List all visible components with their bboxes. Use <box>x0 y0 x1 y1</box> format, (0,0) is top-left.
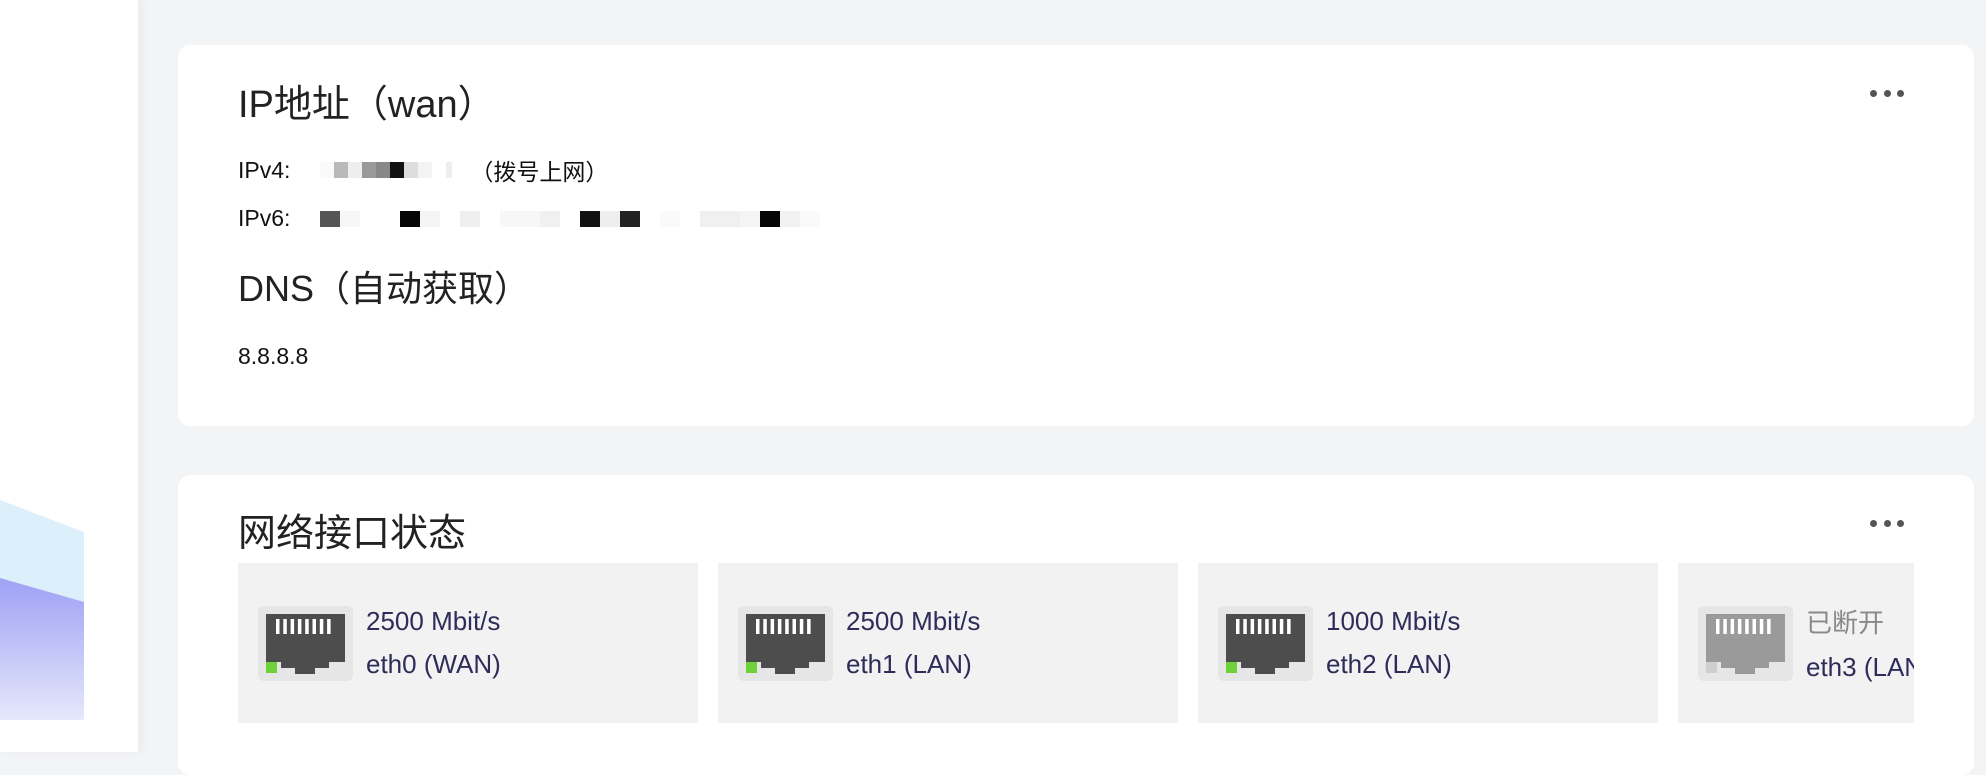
wan-ip-card: IP地址（wan） IPv4: （拨号上网） IPv6: DNS（自动获取） 8… <box>178 45 1974 426</box>
interface-name: eth3 (LAN) <box>1806 652 1914 682</box>
interface-tile[interactable]: 已断开 eth3 (LAN) <box>1678 563 1914 723</box>
interface-status-card: 网络接口状态 2500 Mbit/s eth0 (WAN) 2500 Mbit/s… <box>178 475 1974 775</box>
sidebar-panel <box>0 0 138 752</box>
more-horizontal-icon <box>1870 89 1877 97</box>
ipv6-redacted-value <box>320 208 821 230</box>
decorative-illustration <box>0 490 84 720</box>
dns-value: 8.8.8.8 <box>238 343 309 369</box>
interface-status: 2500 Mbit/s <box>366 606 501 636</box>
ethernet-port-icon <box>1218 605 1313 681</box>
ethernet-port-icon <box>1698 605 1793 681</box>
ipv4-mode: （拨号上网） <box>470 159 609 185</box>
interface-status-title: 网络接口状态 <box>238 513 467 555</box>
interface-tile[interactable]: 1000 Mbit/s eth2 (LAN) <box>1198 563 1658 723</box>
interface-status: 2500 Mbit/s <box>846 606 981 636</box>
more-horizontal-icon <box>1870 519 1877 527</box>
interface-tile[interactable]: 2500 Mbit/s eth1 (LAN) <box>718 563 1178 723</box>
ipv4-label: IPv4: <box>238 156 291 183</box>
ipv6-row: IPv6: <box>238 205 821 232</box>
interface-tile[interactable]: 2500 Mbit/s eth0 (WAN) <box>238 563 698 723</box>
interface-status: 已断开 <box>1806 608 1885 638</box>
interface-name: eth2 (LAN) <box>1326 649 1452 679</box>
ethernet-port-icon <box>738 605 833 681</box>
wan-ip-title: IP地址（wan） <box>238 84 496 126</box>
ipv6-label: IPv6: <box>238 205 291 231</box>
ipv4-redacted-value <box>320 159 453 181</box>
card-menu-button[interactable] <box>1870 518 1904 528</box>
interface-list[interactable]: 2500 Mbit/s eth0 (WAN) 2500 Mbit/s eth1 (L… <box>238 563 1914 723</box>
interface-name: eth0 (WAN) <box>366 649 501 679</box>
interface-name: eth1 (LAN) <box>846 649 972 679</box>
ethernet-port-icon <box>258 605 353 681</box>
dns-title: DNS（自动获取） <box>238 268 531 309</box>
interface-status: 1000 Mbit/s <box>1326 606 1461 636</box>
card-menu-button[interactable] <box>1870 88 1904 98</box>
ipv4-row: IPv4: （拨号上网） <box>238 153 608 187</box>
